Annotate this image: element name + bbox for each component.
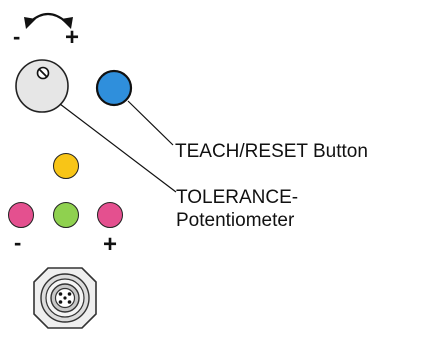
led-pink-left bbox=[8, 202, 34, 228]
plus-sign-bottom: + bbox=[103, 231, 117, 258]
screw-icon bbox=[36, 66, 50, 80]
teach-reset-button[interactable] bbox=[95, 69, 133, 107]
rotate-double-arrow-icon bbox=[24, 12, 73, 29]
tolerance-label-line2: Potentiometer bbox=[176, 210, 295, 231]
minus-sign-bottom: - bbox=[14, 230, 21, 255]
tolerance-label-line1: TOLERANCE- bbox=[176, 187, 298, 208]
led-green bbox=[53, 202, 79, 228]
led-pink-right bbox=[97, 202, 123, 228]
teach-leader-line bbox=[127, 100, 174, 146]
teach-reset-label: TEACH/RESET Button bbox=[175, 141, 368, 162]
tolerance-leader-line bbox=[59, 103, 177, 193]
plus-sign-top: + bbox=[65, 24, 79, 51]
minus-sign-top: - bbox=[13, 24, 20, 49]
tolerance-potentiometer[interactable] bbox=[15, 59, 69, 113]
potentiometer-knob[interactable] bbox=[15, 59, 69, 113]
led-yellow bbox=[53, 153, 79, 179]
connector-icon bbox=[33, 267, 97, 329]
